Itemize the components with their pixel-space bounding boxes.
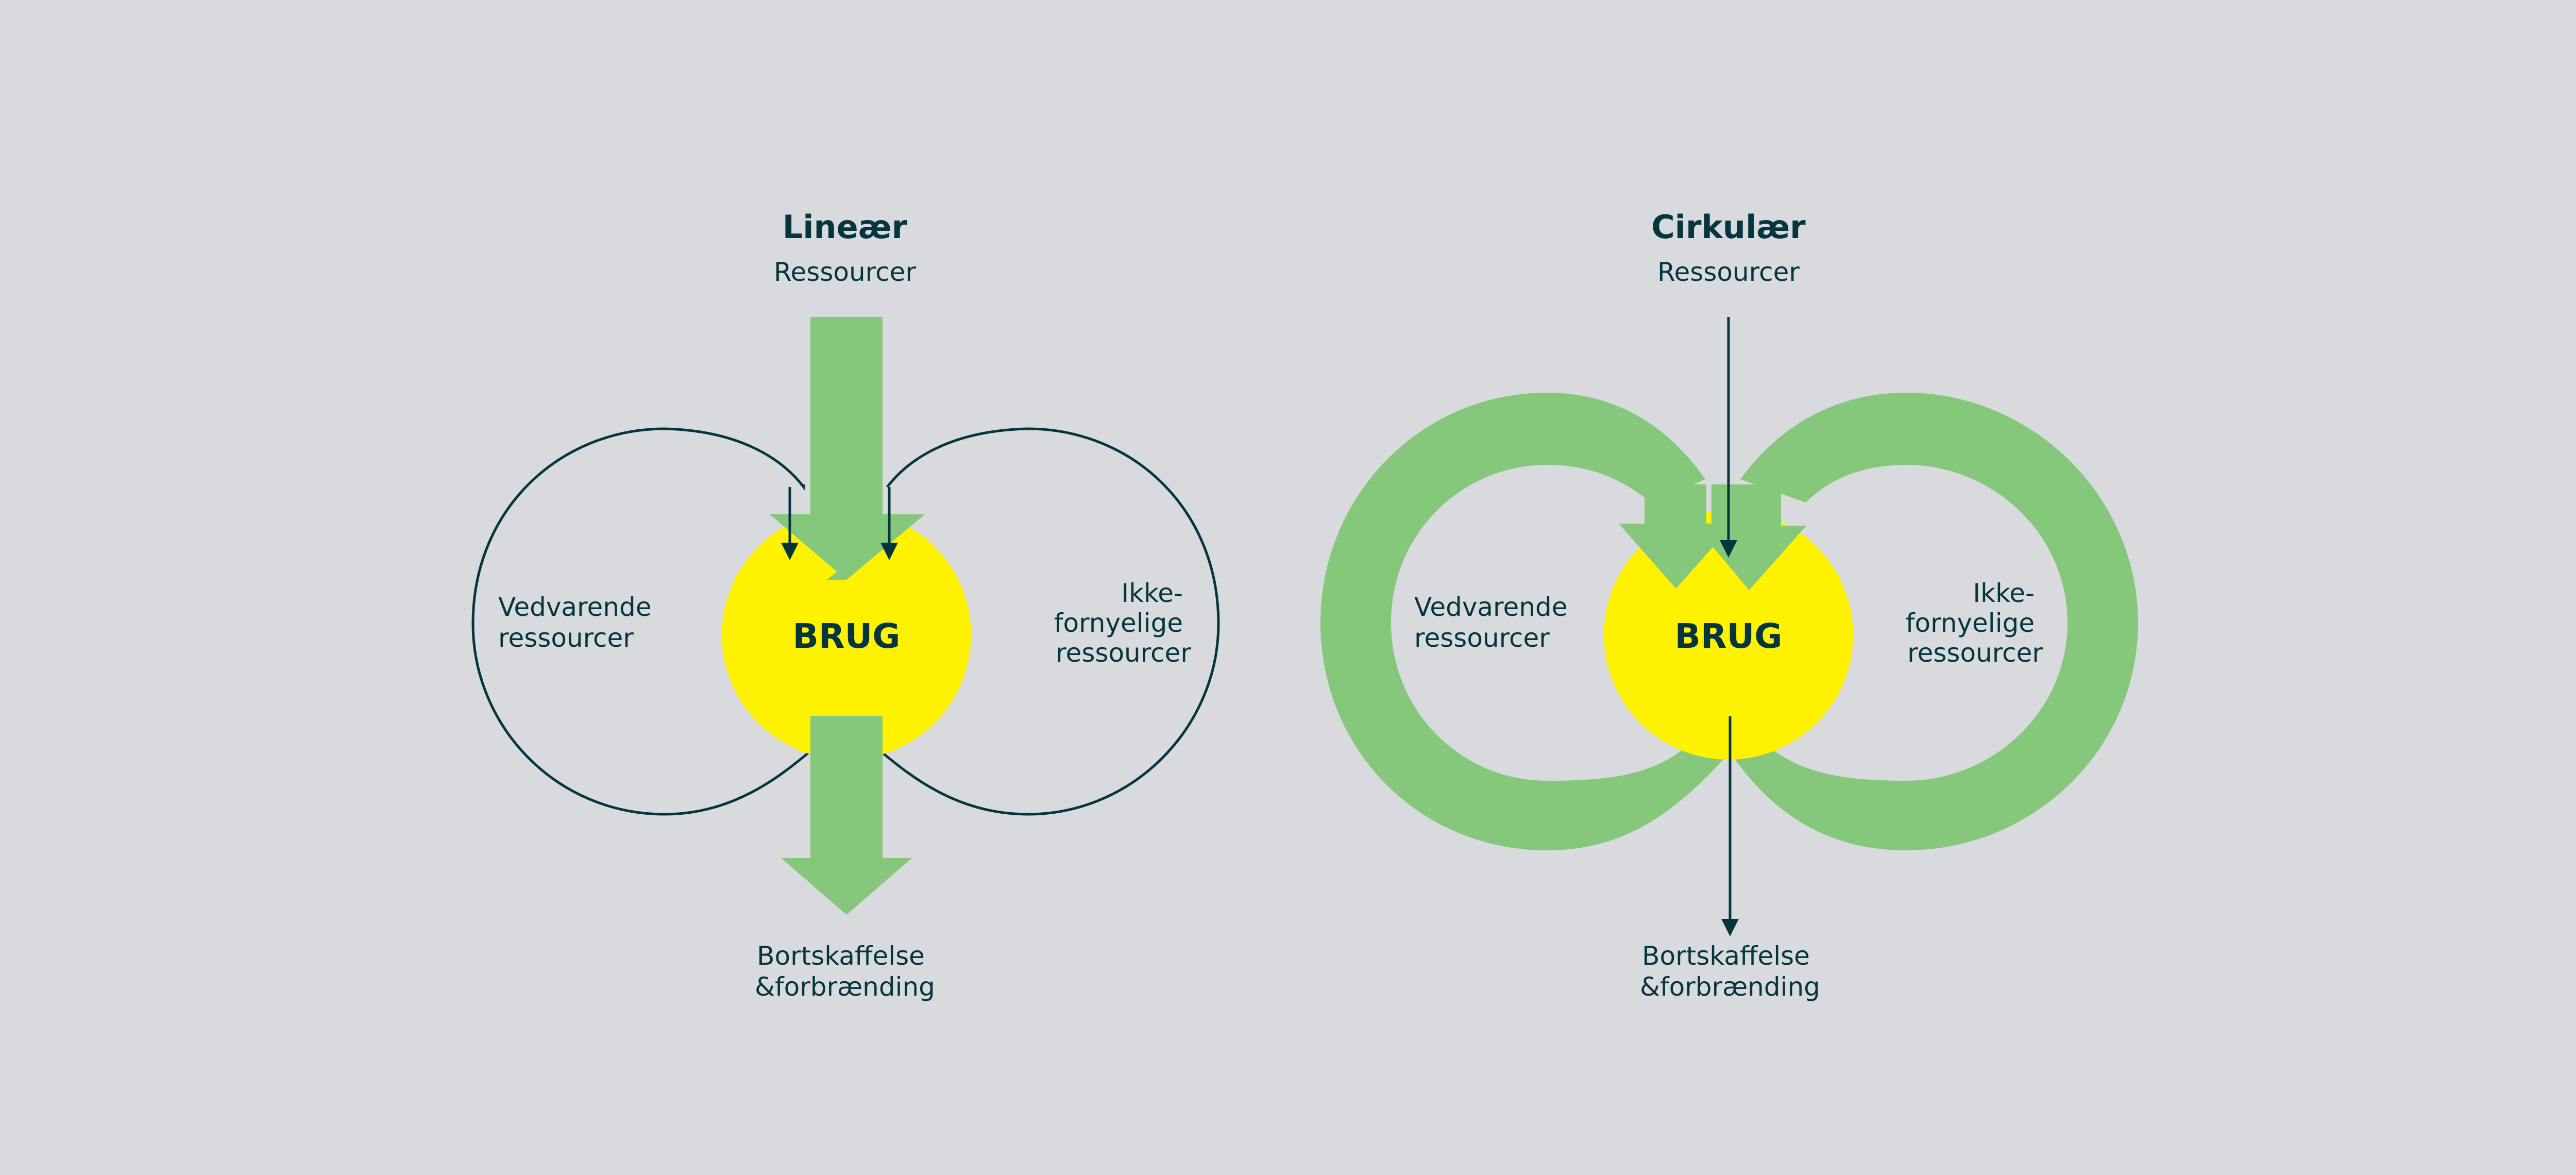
linear-input-arrow-head <box>770 514 925 580</box>
circular-right-arrow-shaft <box>1711 484 1781 526</box>
linear-output-arrow-shaft <box>810 716 883 859</box>
circular-left-ring <box>1320 393 1726 850</box>
linear-center-label: BRUG <box>793 616 901 656</box>
circular-right-label: Ikke- fornyelige ressourcer <box>1906 578 2043 668</box>
circular-input-label: Ressourcer <box>1657 257 1800 287</box>
circular-left-arrow-head <box>1619 524 1734 589</box>
linear-input-label: Ressourcer <box>774 257 916 287</box>
circular-right-ring <box>1734 393 2138 850</box>
linear-input-arrow-shaft <box>810 317 883 518</box>
circular-diagram: Cirkulær Ressourcer BRUG Vedvarende ress… <box>1320 208 2138 1002</box>
circular-center-label: BRUG <box>1675 616 1783 656</box>
circular-title: Cirkulær <box>1651 208 1806 246</box>
linear-output-label: Bortskaffelse &forbrænding <box>755 941 935 1002</box>
linear-right-loop-outline <box>881 427 1220 816</box>
linear-brug-circle <box>722 510 971 760</box>
linear-output-arrow-head <box>781 858 912 915</box>
linear-left-loop-outline <box>471 427 810 816</box>
circular-output-label: Bortskaffelse &forbrænding <box>1640 941 1820 1002</box>
linear-title: Lineær <box>783 208 908 246</box>
circular-left-arrow-shaft <box>1645 484 1706 526</box>
linear-right-label: Ikke- fornyelige ressourcer <box>1054 578 1192 668</box>
circular-left-label: Vedvarende ressourcer <box>1414 592 1575 653</box>
linear-diagram: Lineær Ressourcer BRUG Vedvarende ressou… <box>471 208 1220 1002</box>
linear-left-label: Vedvarende ressourcer <box>498 592 659 653</box>
